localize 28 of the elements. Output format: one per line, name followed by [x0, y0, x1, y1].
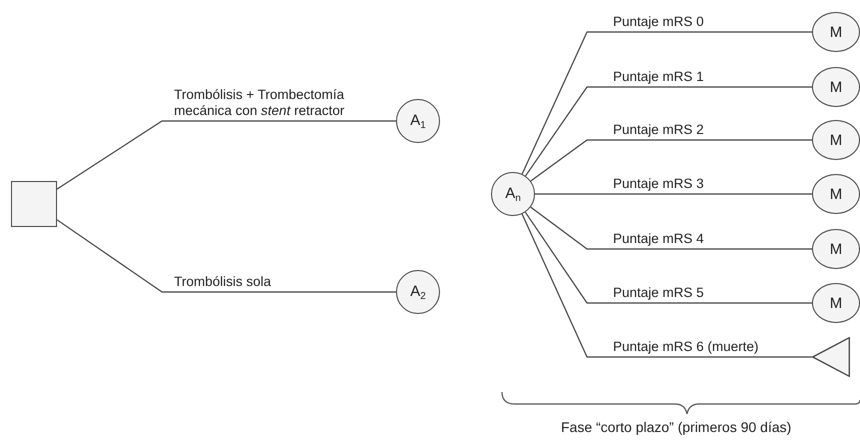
- branch-label: Puntaje mRS 6 (muerte): [612, 338, 760, 355]
- chance-node-circle: A$_{1}$: [396, 99, 440, 143]
- branch-label: Puntaje mRS 5: [612, 284, 705, 301]
- chance-node-circle: A$_{n}$: [491, 172, 535, 216]
- tree-branch-line: [530, 139, 812, 182]
- tree-branch-line: [535, 193, 812, 195]
- chance-node-circle: M: [812, 283, 860, 323]
- branch-label: Puntaje mRS 3: [612, 176, 705, 192]
- phase-caption: Fase “corto plazo” (primeros 90 días): [561, 419, 792, 435]
- chance-node-circle: M: [812, 67, 860, 107]
- branch-label: Puntaje mRS 0: [612, 14, 705, 30]
- tree-branch-line: [56, 120, 396, 190]
- decision-node-square: [11, 181, 57, 227]
- tree-branch-line: [522, 214, 812, 358]
- terminal-node-triangle: [812, 337, 850, 377]
- chance-node-circle: M: [812, 174, 860, 214]
- tree-branch-line: [530, 206, 812, 250]
- tree-branch-line: [525, 86, 812, 176]
- chance-node-circle: M: [812, 229, 860, 269]
- chance-node-circle: A$_{2}$: [396, 270, 440, 314]
- branch-label: Puntaje mRS 2: [612, 122, 705, 138]
- tree-branch-line: [56, 219, 396, 293]
- tree-branch-line: [522, 31, 812, 174]
- branch-label: Puntaje mRS 1: [612, 68, 705, 85]
- chance-node-circle: M: [812, 120, 860, 160]
- tree-branch-line: [524, 212, 812, 304]
- chance-node-circle: M: [812, 12, 860, 52]
- branch-label: Puntaje mRS 4: [612, 230, 705, 247]
